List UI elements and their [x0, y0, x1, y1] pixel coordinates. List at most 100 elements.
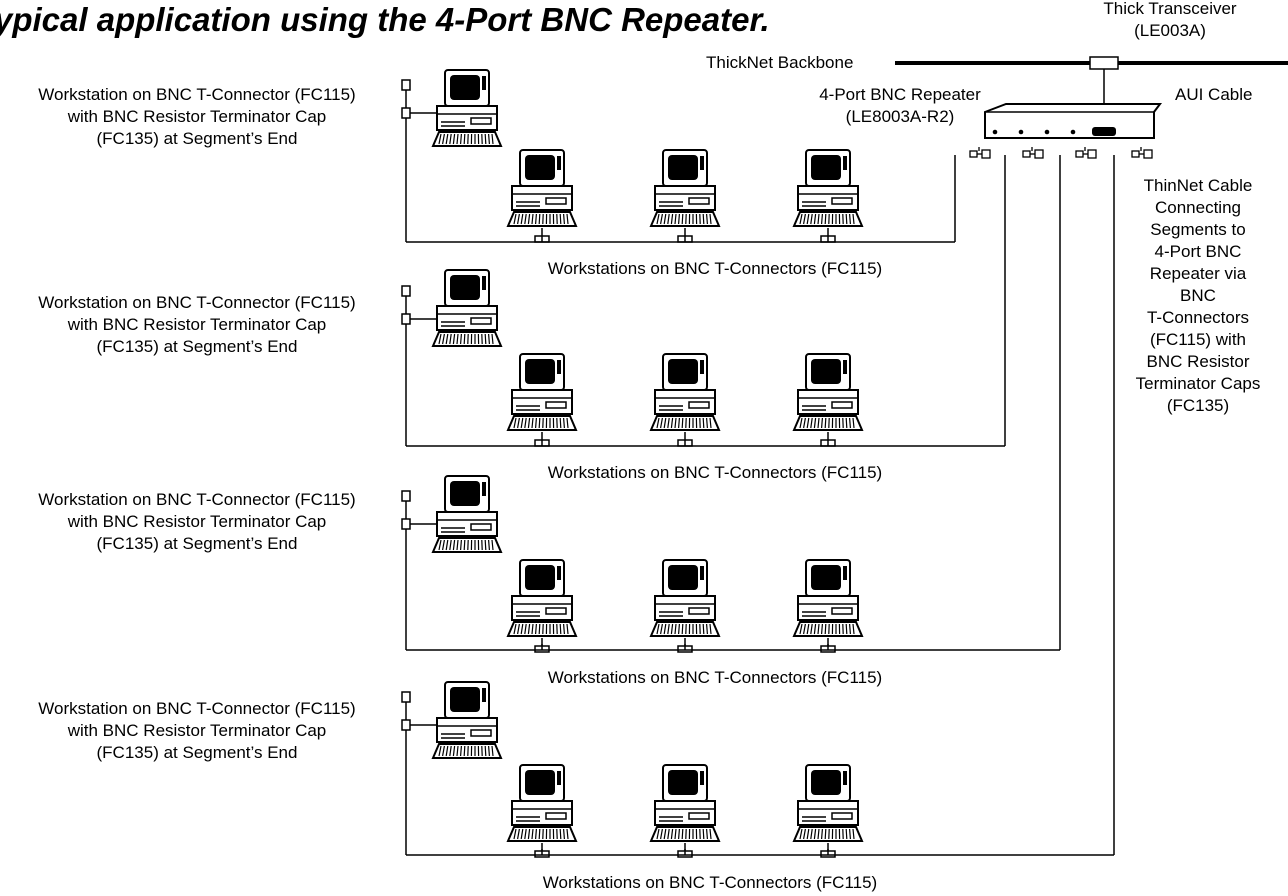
key: [656, 417, 660, 429]
monitor-buttons: [700, 566, 704, 580]
key: [438, 745, 442, 757]
key: [524, 828, 527, 840]
key: [456, 133, 459, 145]
key: [527, 417, 531, 429]
key: [681, 828, 684, 840]
key: [535, 623, 537, 635]
workstations-label-4: Workstations on BNC T-Connectors (FC115): [542, 873, 878, 892]
key: [803, 213, 806, 225]
key: [484, 745, 487, 757]
key: [463, 745, 466, 757]
terminator-label-line: Workstation on BNC T-Connector (FC115): [38, 293, 356, 312]
key: [456, 539, 459, 551]
key: [810, 828, 813, 840]
key: [660, 417, 663, 429]
terminator-label-line: (FC135) at Segment’s End: [96, 534, 298, 553]
conn-right: [1034, 149, 1044, 159]
thick-transceiver: [1089, 56, 1119, 70]
key: [845, 623, 848, 635]
key: [656, 213, 660, 225]
segment-1-end-workstation: [431, 69, 503, 147]
key: [524, 623, 527, 635]
drive-bay: [545, 607, 567, 615]
thinnet-note-line: BNC: [1180, 286, 1216, 305]
key: [442, 133, 445, 145]
key: [824, 213, 827, 225]
key: [709, 213, 712, 225]
key: [449, 333, 452, 345]
key: [670, 828, 674, 840]
workstations-label-1: Workstations on BNC T-Connectors (FC115): [547, 259, 883, 278]
key: [449, 745, 452, 757]
key: [667, 828, 670, 840]
key: [678, 623, 680, 635]
monitor-buttons: [482, 76, 486, 90]
key: [445, 539, 449, 551]
key: [559, 213, 562, 225]
thicknet-backbone-label: ThickNet Backbone: [706, 53, 854, 72]
key: [531, 828, 534, 840]
key: [852, 828, 855, 840]
key: [484, 133, 487, 145]
monitor-buttons: [557, 771, 561, 785]
key: [702, 623, 705, 635]
key: [656, 828, 660, 840]
terminator-label-line: with BNC Resistor Terminator Cap: [67, 721, 327, 740]
drive-bay: [470, 117, 492, 125]
key: [484, 333, 487, 345]
system-unit: [654, 800, 716, 826]
key: [566, 213, 569, 225]
key: [702, 417, 705, 429]
drive-bay: [545, 812, 567, 820]
key: [535, 213, 537, 225]
monitor-buttons: [700, 771, 704, 785]
key: [460, 745, 462, 757]
key: [660, 213, 663, 225]
key: [663, 828, 667, 840]
key: [656, 623, 660, 635]
key: [488, 333, 490, 345]
cap: [401, 490, 411, 502]
conn-right: [1143, 149, 1153, 159]
key: [491, 745, 494, 757]
key: [460, 133, 462, 145]
screen: [525, 565, 555, 590]
key: [681, 213, 684, 225]
segment-4-workstation-1: [506, 764, 578, 842]
key: [674, 213, 677, 225]
key: [491, 333, 494, 345]
key: [817, 417, 820, 429]
key: [449, 539, 452, 551]
workstations-label-2: Workstations on BNC T-Connectors (FC115): [547, 463, 883, 482]
segment-end-t: [401, 518, 411, 530]
terminator-label-4: Workstation on BNC T-Connector (FC115)wi…: [0, 698, 397, 764]
key: [799, 828, 803, 840]
conn-left: [1022, 150, 1031, 158]
key: [517, 828, 520, 840]
key: [845, 213, 848, 225]
segment-3-terminator: [401, 490, 411, 515]
key: [803, 828, 806, 840]
key: [452, 333, 456, 345]
key: [667, 623, 670, 635]
key: [806, 828, 810, 840]
key: [517, 213, 520, 225]
key: [463, 539, 466, 551]
key: [799, 417, 803, 429]
monitor-buttons: [557, 156, 561, 170]
conn-right: [981, 149, 991, 159]
repeater-port-led: [1044, 129, 1050, 135]
key: [674, 417, 677, 429]
monitor-buttons: [482, 688, 486, 702]
terminator-label-line: with BNC Resistor Terminator Cap: [67, 512, 327, 531]
terminator-label-line: (FC135) at Segment’s End: [96, 337, 298, 356]
screen: [811, 155, 841, 180]
key: [821, 828, 823, 840]
key: [821, 623, 823, 635]
key: [702, 828, 705, 840]
repeater-port-led: [992, 129, 998, 135]
screen: [450, 481, 480, 506]
drive-bay: [831, 197, 853, 205]
key: [463, 133, 466, 145]
segment-1-workstation-1: [506, 149, 578, 227]
